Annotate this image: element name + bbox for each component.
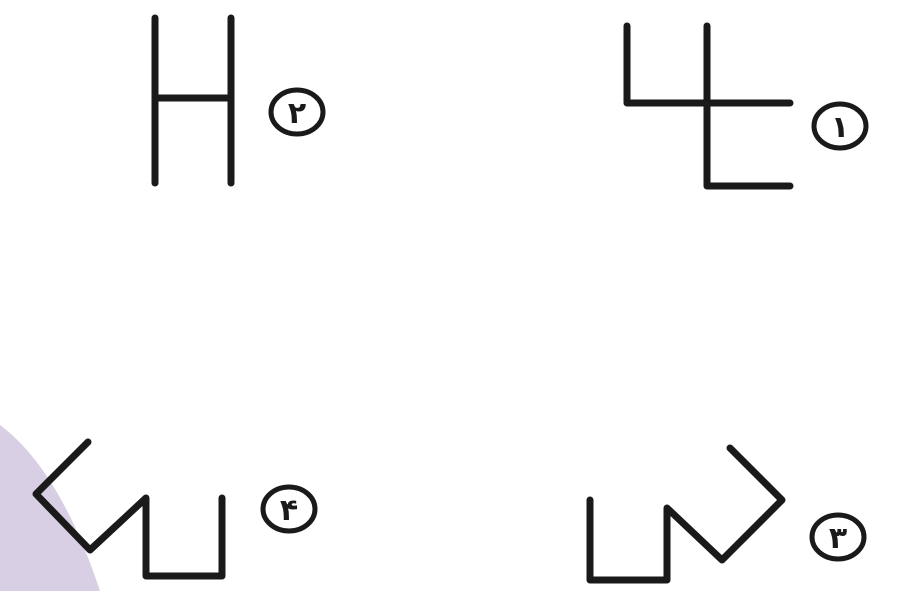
option-1[interactable]: ۱ xyxy=(623,22,869,190)
option-1-shape xyxy=(623,22,794,190)
option-2-number: ۲ xyxy=(288,96,306,131)
option-1-number: ۱ xyxy=(831,110,849,145)
option-2[interactable]: ۲ xyxy=(151,14,326,187)
option-4-shape xyxy=(32,438,226,580)
option-4-number: ۴ xyxy=(280,493,298,528)
option-2-shape xyxy=(151,14,235,187)
option-3-number: ۳ xyxy=(829,521,847,556)
option-3-badge: ۳ xyxy=(809,512,867,562)
option-3[interactable]: ۳ xyxy=(586,444,867,584)
option-3-shape xyxy=(586,444,786,584)
option-4[interactable]: ۴ xyxy=(32,438,318,580)
option-1-badge: ۱ xyxy=(811,101,869,151)
option-2-badge: ۲ xyxy=(268,87,326,137)
option-4-badge: ۴ xyxy=(260,484,318,534)
